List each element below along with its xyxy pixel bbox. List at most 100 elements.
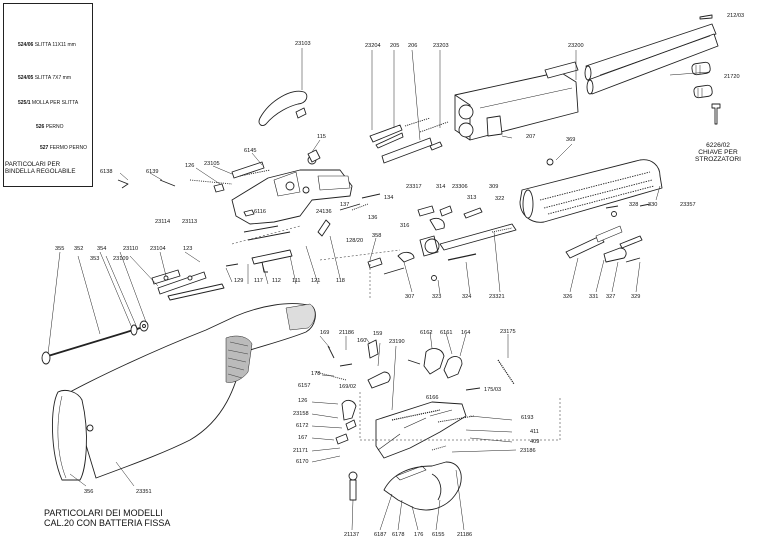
assembly-guides-drawing — [231, 225, 561, 441]
receiver-drawing — [231, 149, 353, 225]
trigger-group-drawing — [348, 401, 467, 511]
part-number-label: 23204 — [365, 43, 381, 49]
part-number-label: 121 — [311, 278, 321, 284]
part-number-label: 6162 — [420, 330, 433, 336]
part-number-label: 207 — [526, 134, 536, 140]
part-number-label: 178 — [311, 371, 321, 377]
part-number-label: 409 — [530, 439, 540, 445]
part-number-label: 353 — [90, 256, 100, 262]
part-number-label: 21186 — [339, 330, 355, 336]
part-number-label: 326 — [563, 294, 573, 300]
part-number-label: 21720 — [724, 74, 740, 80]
part-number-label: 23203 — [433, 43, 449, 49]
tang-parts-drawing — [151, 269, 225, 301]
part-number-label: 6145 — [244, 148, 257, 154]
part-number-label: 352 — [74, 246, 84, 252]
part-number-label: 6155 — [432, 532, 445, 538]
part-number-label: 126 — [298, 398, 308, 404]
hammers-drawing — [335, 339, 463, 445]
part-number-label: 137 — [340, 202, 350, 208]
choke-tubes-drawing — [691, 61, 713, 99]
part-number-label: 169 — [320, 330, 330, 336]
part-number-label: 23175 — [500, 329, 516, 335]
part-number-label: 23306 — [452, 184, 468, 190]
models-caption: PARTICOLARI DEI MODELLI CAL.20 CON BATTE… — [44, 508, 171, 528]
part-number-label: 167 — [298, 435, 308, 441]
part-number-label: 23109 — [113, 256, 129, 262]
legend-title: PARTICOLARI PER BINDELLA REGOLABILE — [5, 161, 76, 175]
part-number-label: 356 — [84, 489, 94, 495]
part-number-label: 24136 — [316, 209, 332, 215]
part-number-label: 129 — [234, 278, 244, 284]
trigger-springs-drawing — [315, 345, 515, 451]
part-number-label: 6178 — [392, 532, 405, 538]
part-number-label: 309 — [489, 184, 499, 190]
legend-item: 527 FERMO PERNO — [40, 145, 87, 151]
part-number-label: 117 — [254, 278, 263, 284]
part-number-label: 354 — [97, 246, 107, 252]
legend-panel — [3, 3, 93, 187]
legend-item: 525/1 MOLLA PER SLITTA — [18, 100, 79, 106]
part-number-label: 23104 — [150, 246, 166, 252]
top-lever-drawing — [258, 90, 308, 127]
part-number-label: 369 — [566, 137, 576, 143]
part-number-label: 313 — [467, 195, 477, 201]
barrels-drawing — [584, 14, 719, 95]
part-number-label: 6138 — [100, 169, 113, 175]
part-number-label: 164 — [461, 330, 471, 336]
part-number-label: 23317 — [406, 184, 422, 190]
receiver-small-parts-drawing — [117, 161, 293, 273]
part-number-label: 330 — [648, 202, 658, 208]
forend-drawing — [519, 158, 663, 223]
monoblock-drawing — [454, 61, 579, 141]
stock-bolt-drawing — [41, 320, 149, 365]
part-number-label: 322 — [495, 196, 505, 202]
part-number-label: 6193 — [521, 415, 534, 421]
part-number-label: 331 — [589, 294, 599, 300]
part-number-label: 6170 — [296, 459, 309, 465]
part-number-label: 160 — [357, 338, 367, 344]
part-number-label: 6157 — [298, 383, 311, 389]
part-number-label: 205 — [390, 43, 400, 49]
part-number-label: 6187 — [374, 532, 387, 538]
part-number-label: 115 — [317, 134, 326, 140]
part-number-label: 23351 — [136, 489, 152, 495]
part-number-label: 411 — [530, 429, 539, 435]
part-number-label: 134 — [384, 195, 394, 201]
part-number-label: 358 — [372, 233, 382, 239]
part-number-label: 316 — [400, 223, 410, 229]
part-number-label: 118 — [336, 278, 345, 284]
part-number-label: 128/20 — [346, 238, 364, 244]
part-number-label: 23357 — [680, 202, 696, 208]
forend-latch-drawing — [565, 203, 651, 263]
part-number-label: 23158 — [293, 411, 309, 417]
part-number-label: 307 — [405, 294, 415, 300]
part-number-label: 6116 — [254, 209, 267, 215]
legend-item: 526 PERNO — [36, 124, 64, 130]
part-number-label: 23113 — [182, 219, 198, 225]
part-number-label: 23114 — [155, 219, 171, 225]
part-number-label: 112 — [272, 278, 281, 284]
part-number-label: 23110 — [123, 246, 139, 252]
part-number-label: 21137 — [344, 532, 360, 538]
part-number-label: 23190 — [389, 339, 405, 345]
part-number-label: 136 — [368, 215, 378, 221]
part-number-label: 23186 — [520, 448, 536, 454]
part-number-label: 126 — [185, 163, 195, 169]
part-number-label: 6172 — [296, 423, 309, 429]
part-number-label: 175/03 — [484, 387, 502, 393]
part-number-label: 23103 — [295, 41, 311, 47]
part-number-label: 328 — [629, 202, 639, 208]
legend-item: 524/06 SLITTA 11X11 mm — [18, 42, 76, 48]
part-number-label: 206 — [408, 43, 418, 49]
part-number-label: 169/02 — [339, 384, 357, 390]
buttstock-drawing — [69, 303, 316, 479]
part-number-label: 21186 — [457, 532, 473, 538]
part-number-label: 23200 — [568, 43, 584, 49]
part-number-label: 123 — [183, 246, 193, 252]
part-number-label: 355 — [55, 246, 65, 252]
butt-pad-drawing — [52, 389, 94, 481]
part-number-label: 6166 — [426, 395, 439, 401]
